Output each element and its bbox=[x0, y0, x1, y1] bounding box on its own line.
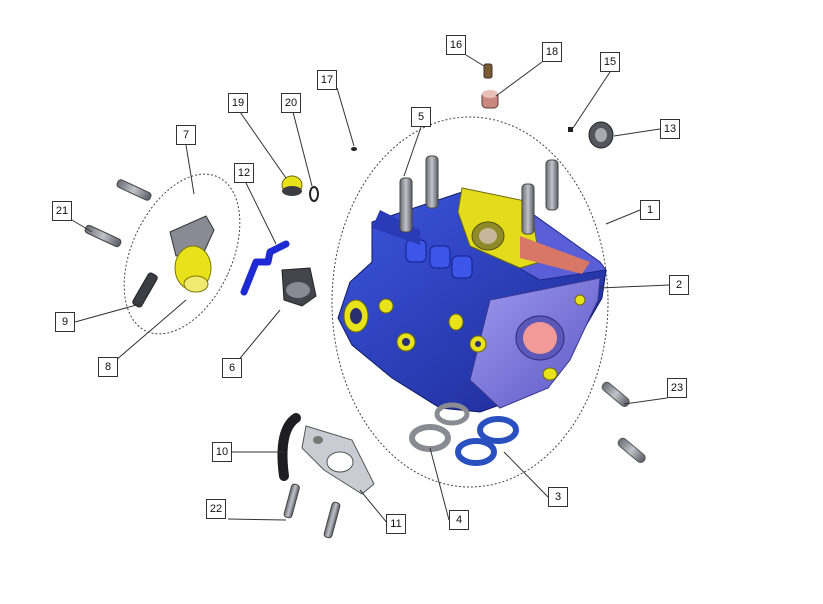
part-15 bbox=[568, 127, 573, 132]
group-outline-left bbox=[123, 173, 241, 335]
callout-6: 6 bbox=[222, 358, 242, 378]
dowels-23 bbox=[601, 381, 646, 463]
callout-2: 2 bbox=[669, 275, 689, 295]
cylinder-head bbox=[337, 187, 607, 413]
callout-15: 15 bbox=[600, 52, 620, 72]
studs bbox=[399, 155, 559, 235]
part-17 bbox=[351, 147, 357, 151]
callout-10: 10 bbox=[212, 442, 232, 462]
callout-17: 17 bbox=[317, 70, 337, 90]
callout-1: 1 bbox=[640, 200, 660, 220]
callout-19: 19 bbox=[228, 93, 248, 113]
callout-16: 16 bbox=[446, 35, 466, 55]
part-16 bbox=[483, 63, 493, 79]
hose-and-thermostat bbox=[240, 240, 317, 307]
hose-10 bbox=[277, 413, 301, 481]
callout-9: 9 bbox=[55, 312, 75, 332]
thermostat-housing bbox=[132, 215, 215, 308]
callout-11: 11 bbox=[386, 514, 406, 534]
callout-7: 7 bbox=[176, 125, 196, 145]
callout-3: 3 bbox=[548, 487, 568, 507]
o-ring-20 bbox=[309, 186, 319, 202]
bolts-21 bbox=[84, 179, 152, 248]
part-13 bbox=[588, 121, 614, 149]
callout-5: 5 bbox=[411, 107, 431, 127]
callout-4: 4 bbox=[449, 510, 469, 530]
callout-12: 12 bbox=[234, 163, 254, 183]
callout-20: 20 bbox=[281, 93, 301, 113]
group-outline-head bbox=[331, 116, 609, 488]
callout-21: 21 bbox=[52, 201, 72, 221]
seat-rings bbox=[409, 402, 519, 466]
callout-13: 13 bbox=[660, 119, 680, 139]
part-18 bbox=[481, 90, 499, 109]
callout-23: 23 bbox=[667, 378, 687, 398]
callout-22: 22 bbox=[206, 499, 226, 519]
flange-11 bbox=[301, 425, 375, 495]
callout-18: 18 bbox=[542, 42, 562, 62]
plug-19 bbox=[281, 175, 303, 196]
bolts-22 bbox=[283, 483, 341, 539]
callout-8: 8 bbox=[98, 357, 118, 377]
